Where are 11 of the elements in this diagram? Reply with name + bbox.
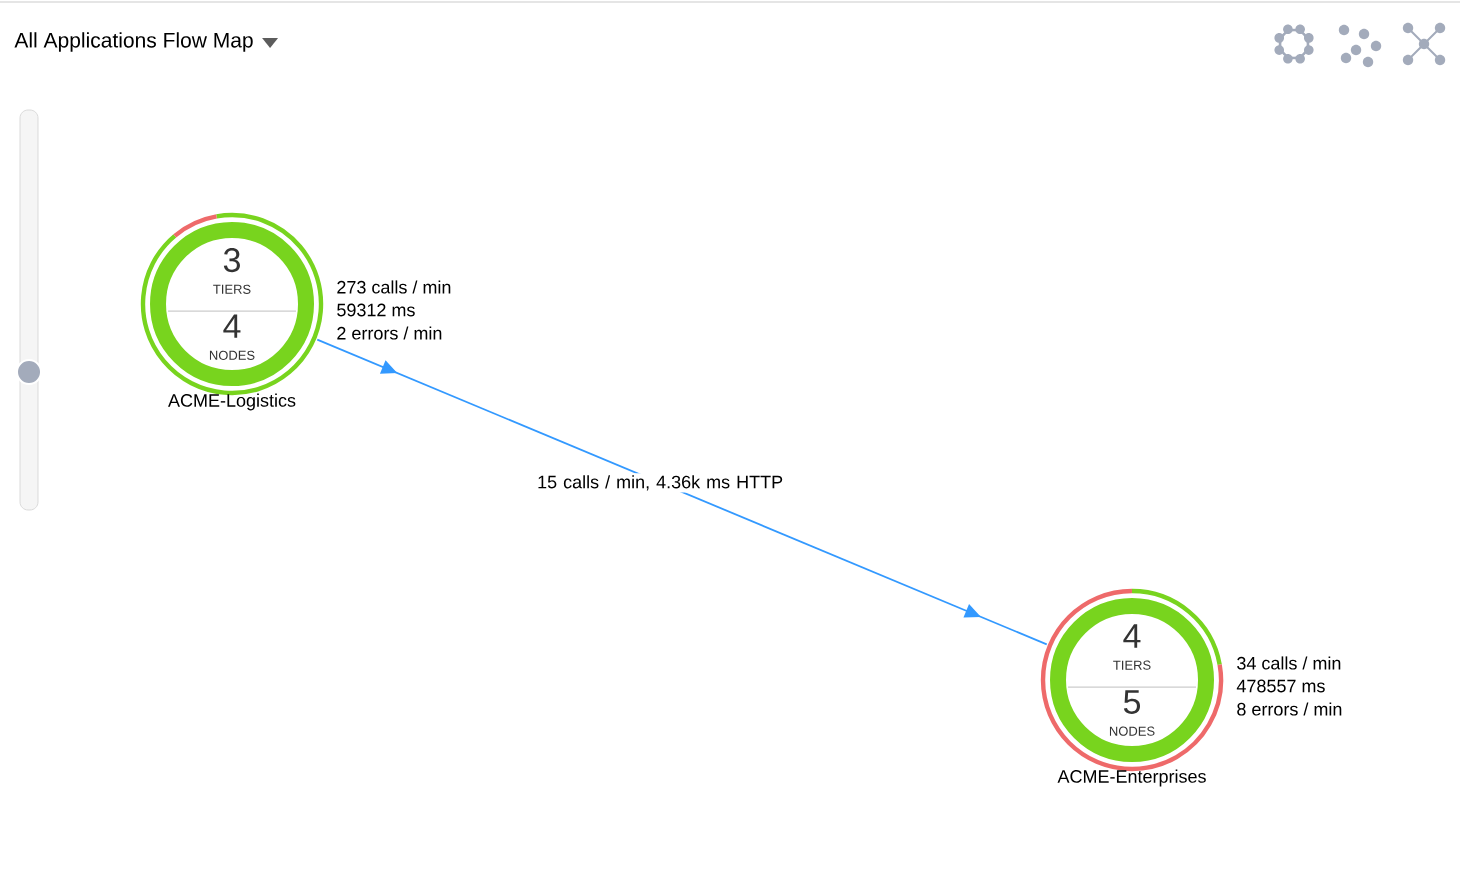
- edge-label: 15 calls / min, 4.36k ms HTTP: [530, 473, 791, 493]
- application-name: ACME-Logistics: [168, 393, 296, 411]
- metric-text: 34 calls / min: [1237, 656, 1341, 670]
- application-name: ACME-Enterprises: [1057, 769, 1206, 787]
- arrow: [316, 338, 1048, 646]
- metric-text: 59312 ms: [337, 303, 415, 317]
- title: All Applications Flow Map: [14, 32, 253, 52]
- metric-text: 478557 ms: [1236, 679, 1325, 693]
- metric-text: 273 calls / min: [337, 280, 451, 294]
- metric-text: 8 errors / min: [1237, 702, 1342, 716]
- metric-text: 2 errors / min: [337, 326, 442, 340]
